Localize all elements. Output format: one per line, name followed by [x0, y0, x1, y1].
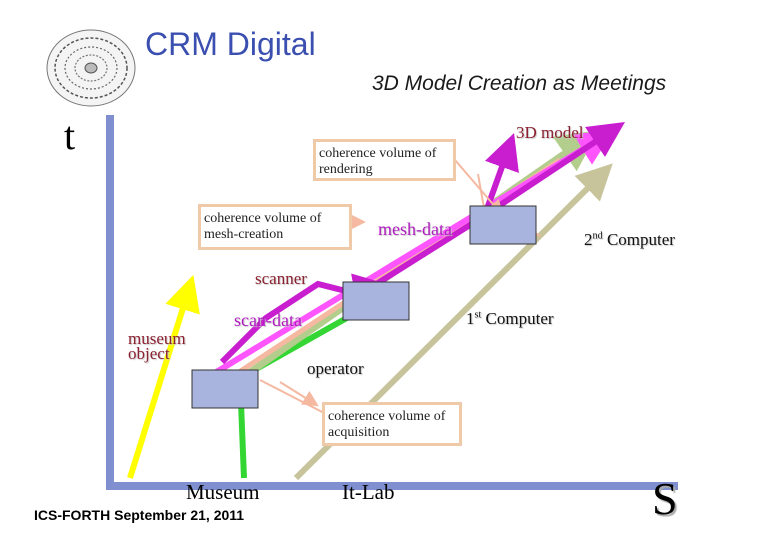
model-output-arrow [484, 133, 519, 208]
rendering-coherence-text: coherence volume of rendering [319, 146, 437, 177]
crm-seal-logo [46, 29, 136, 107]
time-axis-label: t [64, 113, 76, 158]
mesh-data-label: mesh-data [378, 219, 452, 239]
rendering-pointer [454, 159, 504, 217]
acquisition-coherence-box: coherence volume of acquisition [322, 402, 462, 446]
second-computer-meeting-box [469, 205, 537, 245]
footer-text: ICS-FORTH September 21, 2011 [34, 507, 245, 523]
scan-data-label: scan-data [234, 310, 302, 330]
acquisition-coherence-text: coherence volume of acquisition [328, 409, 446, 440]
museum-place-label: Museum [186, 480, 260, 504]
museum-object-line [127, 274, 200, 479]
operator-label: operator [307, 359, 364, 378]
second-computer-label: 2nd Computer [584, 230, 675, 249]
model-3d-label: 3D model [516, 123, 584, 142]
space-axis-label: S [652, 473, 678, 524]
mesh-creation-coherence-text: coherence volume of mesh-creation [204, 211, 322, 242]
acquisition-pointer-1 [259, 379, 331, 417]
museum-meeting-box [191, 369, 259, 409]
rendering-coherence-box: coherence volume of rendering [313, 139, 456, 181]
first-computer-meeting-box [342, 281, 410, 321]
slide-subtitle: 3D Model Creation as Meetings [372, 72, 667, 95]
scanner-label: scanner [255, 269, 307, 288]
slide-title: CRM Digital [145, 26, 316, 62]
s-axis-line [106, 482, 678, 490]
mesh-creation-coherence-box: coherence volume of mesh-creation [198, 204, 352, 250]
t-axis-line [106, 115, 114, 490]
museum-object-label: museum object [128, 329, 186, 363]
first-computer-label: 1st Computer [466, 309, 554, 328]
itlab-place-label: It-Lab [342, 480, 395, 504]
pink-trajectory-line [198, 130, 614, 385]
